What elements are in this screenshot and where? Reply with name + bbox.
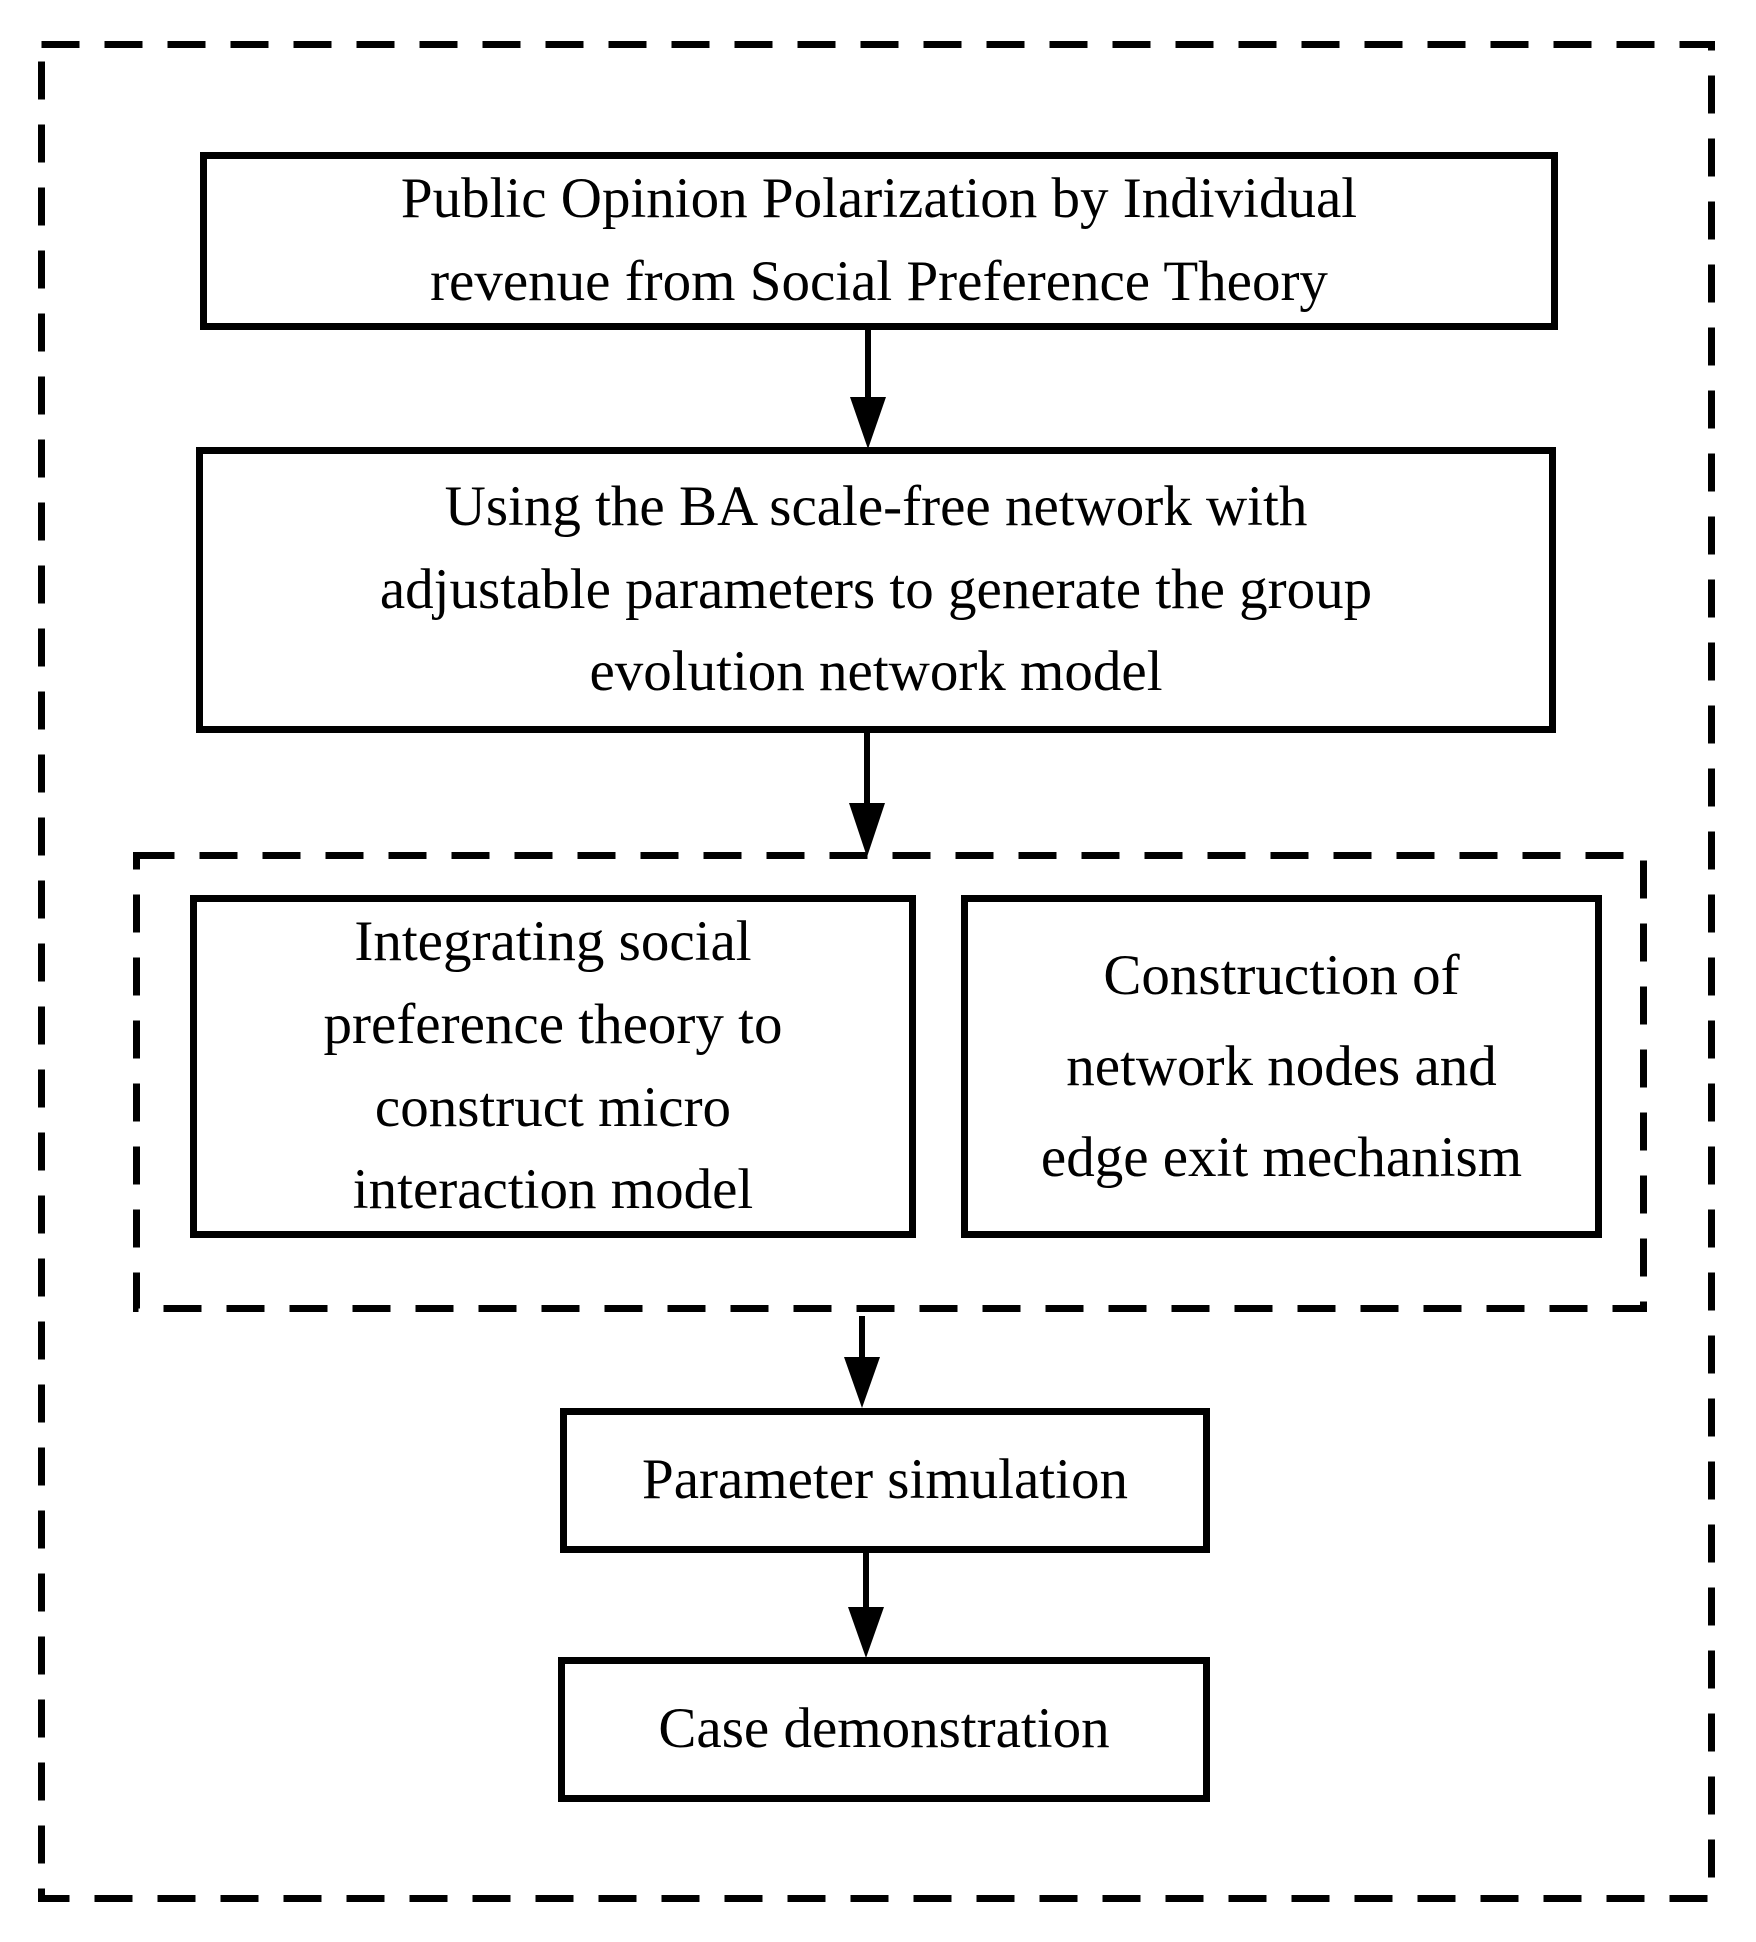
box-text-line: Using the BA scale-free network with xyxy=(444,475,1308,539)
flow-arrow-1 xyxy=(850,330,886,449)
box-text-line: revenue from Social Preference Theory xyxy=(430,250,1328,313)
box-text-line: edge exit mechanism xyxy=(1040,1126,1523,1190)
box-public-opinion-polarization: Public Opinion Polarization by Individua… xyxy=(200,152,1558,330)
box-text-line: interaction model xyxy=(352,1158,754,1222)
box-text-line: network nodes and xyxy=(1066,1034,1497,1098)
box-text-line: adjustable parameters to generate the gr… xyxy=(379,557,1373,621)
arrow-head-icon xyxy=(848,1607,884,1658)
box-text-line: Construction of xyxy=(1103,943,1460,1007)
arrow-head-icon xyxy=(844,1357,880,1408)
box-node-edge-exit-mechanism: Construction of network nodes and edge e… xyxy=(961,895,1602,1238)
box-micro-interaction-model: Integrating social preference theory to … xyxy=(190,895,916,1238)
box-text-line: evolution network model xyxy=(589,640,1163,704)
flow-arrow-2 xyxy=(849,733,885,857)
box-text-line: Parameter simulation xyxy=(642,1448,1128,1512)
inner-dashed-group-border xyxy=(133,852,1647,1312)
box-text-line: Integrating social xyxy=(354,910,752,974)
box-ba-scale-free-network: Using the BA scale-free network with adj… xyxy=(196,447,1556,733)
arrow-head-icon xyxy=(849,803,885,857)
box-text-line: Public Opinion Polarization by Individua… xyxy=(400,167,1358,231)
outer-dashed-border xyxy=(38,41,1715,1902)
box-text-line: Case demonstration xyxy=(658,1697,1110,1761)
arrow-head-icon xyxy=(850,397,886,449)
flow-arrow-3 xyxy=(844,1316,880,1408)
flow-arrow-4 xyxy=(848,1553,884,1658)
box-parameter-simulation: Parameter simulation xyxy=(560,1408,1210,1553)
box-text-line: construct micro xyxy=(374,1075,732,1139)
box-case-demonstration: Case demonstration xyxy=(558,1657,1210,1802)
box-text-line: preference theory to xyxy=(323,992,783,1056)
